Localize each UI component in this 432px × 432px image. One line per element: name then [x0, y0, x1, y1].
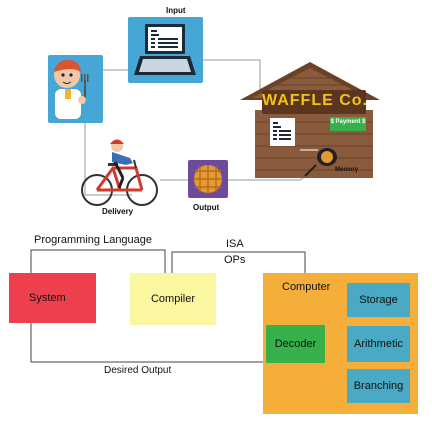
connector-desired-output — [30, 323, 265, 363]
decoder-label: Decoder — [274, 338, 317, 350]
system-label: System — [29, 292, 66, 304]
delivery-label: Delivery — [102, 207, 134, 216]
branching-box: Branching — [347, 369, 410, 403]
connector-programming-language — [30, 249, 166, 273]
connector-laptop-to-shop — [193, 59, 261, 98]
storage-label: Storage — [359, 294, 398, 306]
compiler-box: Compiler — [130, 273, 216, 325]
connector-isa — [171, 251, 306, 273]
payment-label: $ Payment $ — [330, 119, 366, 125]
computer-label: Computer — [282, 281, 331, 293]
bicycle-delivery-icon — [81, 139, 158, 206]
arithmetic-box: Arithmetic — [347, 326, 410, 362]
desired-output-label: Desired Output — [104, 365, 172, 376]
laptop-icon — [128, 17, 203, 83]
compiler-label: Compiler — [150, 293, 195, 305]
input-label: Input — [166, 6, 186, 15]
programming-language-label: Programming Language — [34, 234, 153, 246]
storage-box: Storage — [347, 283, 410, 317]
arithmetic-label: Arithmetic — [354, 338, 403, 350]
shop-sign-text: WAFFLE Co. — [262, 92, 368, 109]
waffle-shop-icon — [240, 62, 380, 178]
customer-icon — [48, 55, 103, 123]
output-label: Output — [193, 203, 220, 212]
decoder-box: Decoder — [266, 325, 325, 363]
memory-label: Memory — [335, 167, 359, 173]
isa-label: ISA — [226, 238, 244, 250]
waffle-output-icon — [188, 160, 228, 198]
system-box: System — [9, 273, 96, 323]
ops-label: OPs — [224, 254, 246, 266]
connector-customer-to-bike — [84, 120, 132, 196]
branching-label: Branching — [353, 380, 404, 392]
